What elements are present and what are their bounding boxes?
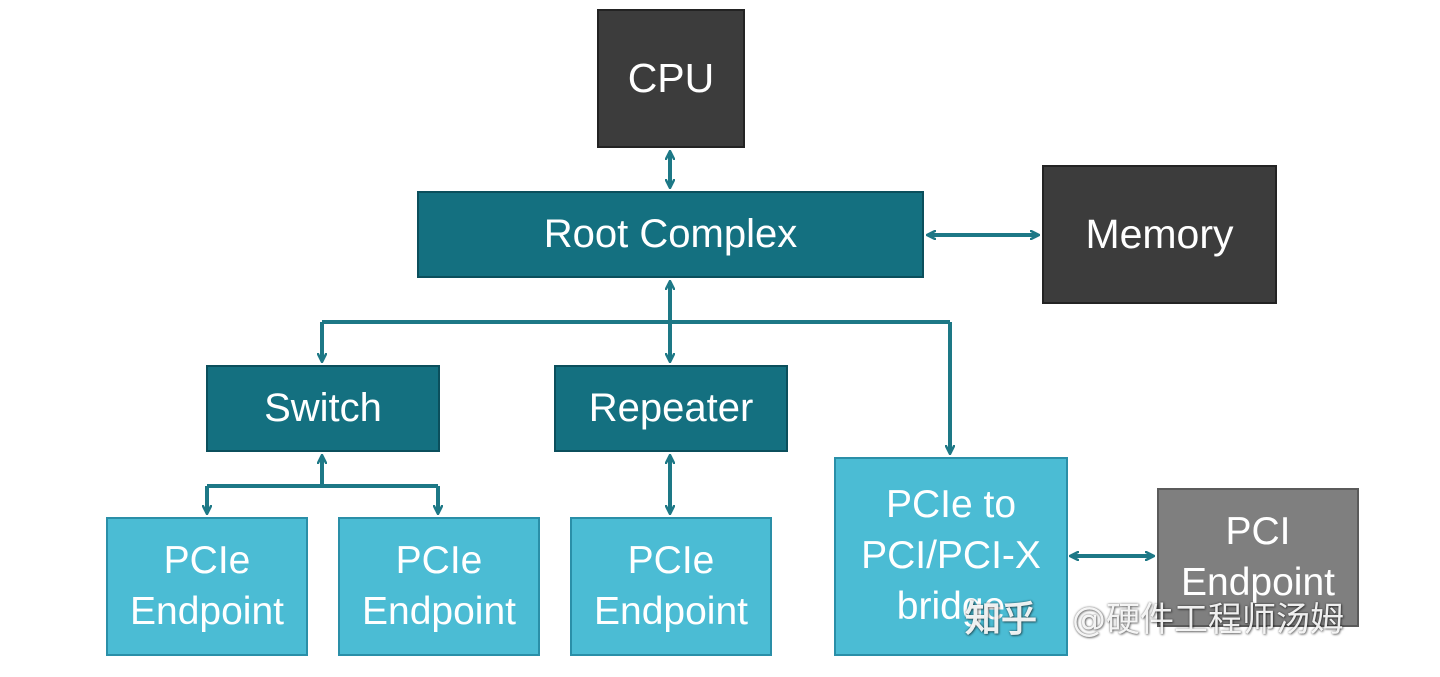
- memory-node: Memory: [1042, 165, 1277, 304]
- pcie-endpoint-label-2: PCIe Endpoint: [362, 538, 516, 633]
- switch-node: Switch: [206, 365, 440, 452]
- pcie-endpoint-node-1: PCIe Endpoint: [106, 517, 308, 656]
- repeater-label: Repeater: [588, 386, 754, 430]
- root-complex-label: Root Complex: [543, 212, 798, 256]
- repeater-node: Repeater: [554, 365, 788, 452]
- cpu-label: CPU: [627, 55, 715, 101]
- pcie-to-pci-bridge-label: PCIe to PCI/PCI-X bridge: [861, 483, 1041, 628]
- pcie-endpoint-label-1: PCIe Endpoint: [130, 538, 284, 633]
- pci-endpoint-node: PCI Endpoint: [1157, 488, 1359, 627]
- pcie-to-pci-bridge-node: PCIe to PCI/PCI-X bridge: [834, 457, 1068, 656]
- pcie-endpoint-label-3: PCIe Endpoint: [594, 538, 748, 633]
- pcie-endpoint-node-3: PCIe Endpoint: [570, 517, 772, 656]
- root-complex-node: Root Complex: [417, 191, 924, 278]
- switch-label: Switch: [264, 386, 382, 430]
- cpu-node: CPU: [597, 9, 745, 148]
- memory-label: Memory: [1085, 211, 1234, 257]
- pcie-endpoint-node-2: PCIe Endpoint: [338, 517, 540, 656]
- watermark-handle: @硬件工程师汤姆: [1072, 600, 1344, 640]
- watermark-logo: 知乎: [965, 599, 1038, 640]
- pci-endpoint-label: PCI Endpoint: [1181, 509, 1335, 604]
